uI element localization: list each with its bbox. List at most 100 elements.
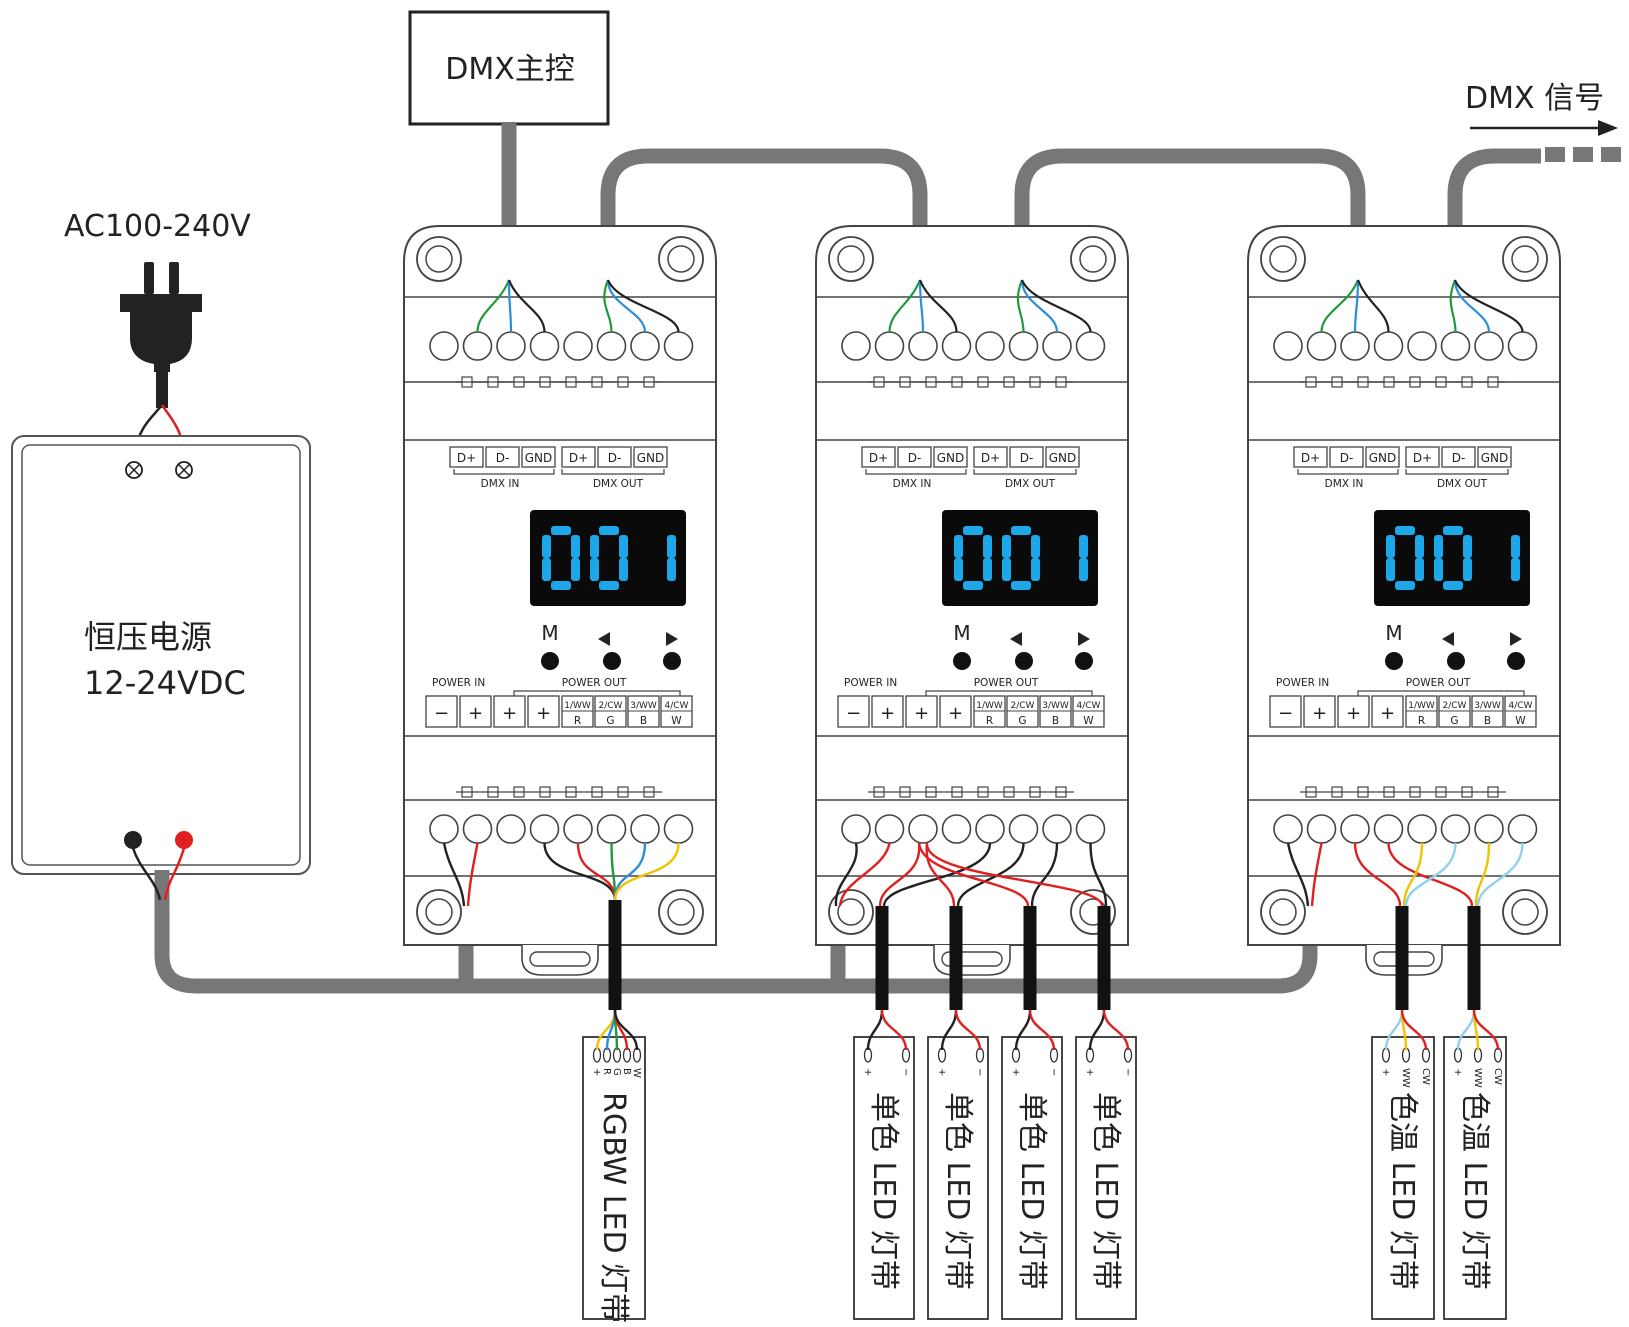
strip-label: 单色 LED 灯带 [1088, 1092, 1123, 1290]
dmx-terminal-box [1329, 446, 1364, 468]
channel-top-label: 3/WW [1042, 701, 1069, 711]
terminal-screw [429, 814, 459, 844]
single-wire-positive [878, 842, 921, 907]
power-supply: 恒压电源 12-24VDC [11, 435, 311, 875]
mounting-hole-inner [667, 898, 695, 926]
power-terminal-box [527, 695, 560, 728]
dmx-terminal-box [861, 446, 896, 468]
display-segment [963, 526, 983, 535]
wire-black [918, 279, 958, 333]
strip-pin-label: − [900, 1068, 911, 1076]
display-digit [1002, 526, 1040, 590]
wire-green [888, 279, 922, 333]
dmx-terminal-label: D+ [457, 451, 476, 465]
terminal-screw [941, 814, 972, 844]
dmx-in-label: DMX IN [1325, 478, 1364, 490]
power-in-label: POWER IN [844, 677, 897, 689]
channel-bottom-label: W [671, 715, 682, 727]
channel-top-label: 4/CW [665, 701, 689, 711]
strip-pin-label: + [1380, 1068, 1391, 1076]
strip-pin-label: + [1010, 1068, 1021, 1076]
left-arrow-icon [1010, 632, 1022, 646]
dmx-terminal-label: GND [525, 451, 553, 465]
terminal-screw [975, 814, 1005, 844]
terminal-screw [1075, 814, 1106, 844]
wire-black [1356, 279, 1390, 333]
wire-green [1449, 279, 1457, 333]
terminal-screw [596, 331, 627, 361]
power-terminal-label: + [914, 703, 929, 724]
strip-label: 单色 LED 灯带 [940, 1092, 975, 1290]
strip-pin-label: B [621, 1068, 632, 1075]
display-segment [667, 535, 676, 558]
power-wire-negative [1286, 842, 1310, 907]
power-out-label: POWER OUT [562, 677, 627, 689]
display-segment [599, 581, 619, 590]
right-arrow-icon [666, 632, 678, 646]
dmx-signal-output: DMX 信号 [1465, 81, 1621, 162]
power-wire-negative [442, 842, 466, 907]
led-display [1374, 510, 1530, 606]
display-digit [954, 526, 992, 590]
strip-wire [954, 1009, 982, 1051]
channel-top-label: 3/WW [1474, 701, 1501, 711]
wire-green [476, 279, 511, 333]
terminal-screw [496, 331, 526, 361]
strip-pin-label: + [936, 1068, 947, 1076]
wire-blue [507, 279, 513, 333]
terminal-screw [874, 814, 905, 844]
channel-bottom-label: G [1450, 715, 1458, 727]
terminal-screw [1273, 814, 1303, 844]
display-digit [667, 535, 676, 581]
terminal-screw [529, 331, 560, 361]
mounting-hole-inner [425, 245, 453, 273]
cable-d3-out [1447, 148, 1541, 278]
strip-body [853, 1036, 915, 1320]
terminal-screw [630, 331, 660, 361]
power-out-label: POWER OUT [1406, 677, 1471, 689]
display-digit [1511, 535, 1520, 581]
strip-body [927, 1036, 989, 1320]
power-terminal-box [1337, 695, 1370, 728]
wire-black [1020, 279, 1092, 333]
power-terminal-label: + [1380, 703, 1395, 724]
strip-pin-label: − [1122, 1068, 1133, 1076]
strip-pin-label: + [1084, 1068, 1095, 1076]
display-segment [1031, 558, 1040, 581]
dmx-out-label: DMX OUT [593, 478, 644, 490]
wire-blue [1020, 279, 1059, 333]
display-segment [963, 581, 983, 590]
single-wire-negative [1030, 842, 1059, 907]
terminal-screw [663, 331, 694, 361]
display-segment [551, 526, 571, 535]
left-arrow-icon [598, 632, 610, 646]
up-button [1075, 652, 1093, 670]
strip-pin-label: R [601, 1068, 612, 1075]
ac-input-label: AC100-240V [64, 209, 251, 244]
strip-body [1001, 1036, 1063, 1320]
dmx-terminal-label: D+ [1301, 451, 1320, 465]
strip-pad [901, 1047, 911, 1063]
power-terminal-label: + [1346, 703, 1361, 724]
terminal-screw [975, 331, 1005, 361]
cct-wire-ww [1402, 842, 1424, 907]
display-digit [1079, 535, 1088, 581]
display-segment [542, 535, 551, 558]
cable-dash [1545, 147, 1565, 162]
channel-top-label: 3/WW [630, 701, 657, 711]
power-terminal-box [837, 695, 870, 728]
strip-wire [1472, 1009, 1500, 1051]
power-terminal-label: − [434, 703, 449, 724]
strip-pad [1011, 1047, 1021, 1063]
display-segment [619, 535, 628, 558]
strip-pad [632, 1047, 642, 1063]
power-in-label: POWER IN [432, 677, 485, 689]
strip-pad [602, 1047, 612, 1063]
dmx-in-label: DMX IN [481, 478, 520, 490]
